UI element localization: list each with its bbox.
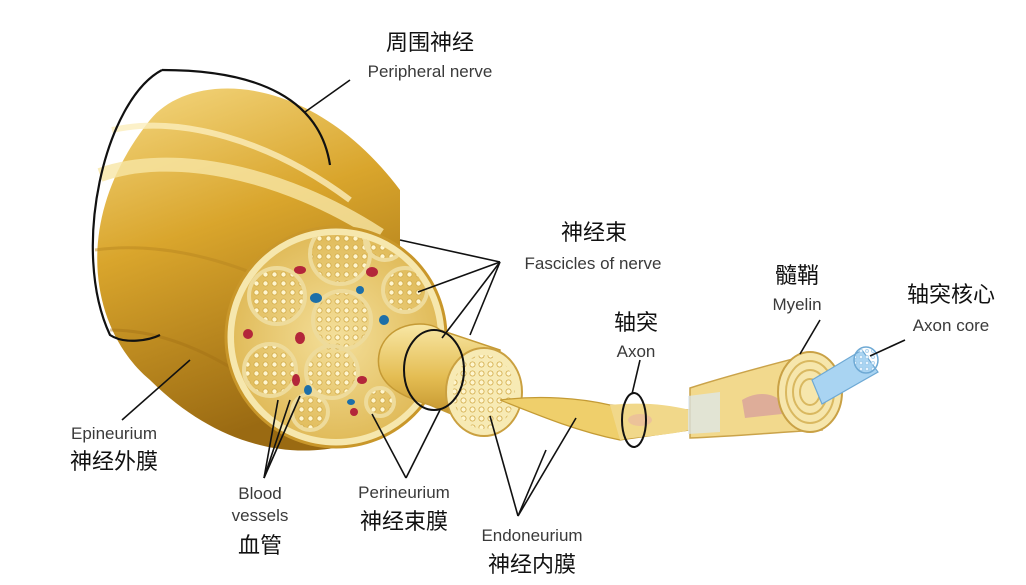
label-axon-en: Axon <box>617 342 656 361</box>
label-endoneurium-en: Endoneurium <box>481 526 582 545</box>
label-endoneurium-zh: 神经内膜 <box>488 553 576 578</box>
label-axon-core: 轴突核心 Axon core <box>907 283 995 335</box>
label-blood-vessels: Blood vessels 血管 <box>232 484 289 559</box>
label-axon: 轴突 Axon <box>614 311 658 361</box>
blood-vessel-blue <box>304 286 389 405</box>
axon-strand <box>499 396 691 441</box>
label-blood-vessels-en-2: vessels <box>232 506 289 525</box>
label-epineurium: Epineurium 神经外膜 <box>70 424 158 475</box>
fascicle <box>304 344 360 400</box>
label-myelin-zh: 髓鞘 <box>775 264 819 289</box>
label-fascicles: 神经束 Fascicles of nerve <box>525 221 662 273</box>
fascicle <box>242 342 298 398</box>
label-fascicles-zh: 神经束 <box>561 221 627 246</box>
label-myelin: 髓鞘 Myelin <box>772 264 821 314</box>
label-perineurium-en: Perineurium <box>358 483 450 502</box>
fascicle <box>311 289 373 351</box>
label-blood-vessels-zh: 血管 <box>238 534 282 559</box>
label-axon-core-en: Axon core <box>913 316 990 335</box>
label-endoneurium: Endoneurium 神经内膜 <box>481 526 582 578</box>
myelin-sheath <box>688 351 843 439</box>
fascicle-tube <box>377 323 523 437</box>
fascicle <box>364 386 396 418</box>
leader-lines <box>121 79 906 517</box>
label-axon-zh: 轴突 <box>614 311 658 336</box>
fascicle <box>290 392 330 432</box>
nerve-cross-section <box>224 225 448 449</box>
label-epineurium-en: Epineurium <box>71 424 157 443</box>
axon-core <box>811 346 879 405</box>
label-peripheral-nerve-zh: 周围神经 <box>386 31 474 56</box>
label-perineurium: Perineurium 神经束膜 <box>358 483 450 535</box>
label-axon-core-zh: 轴突核心 <box>907 283 995 308</box>
blood-vessel-red <box>243 266 378 416</box>
label-peripheral-nerve-en: Peripheral nerve <box>368 62 493 81</box>
peripheral-nerve-ring <box>91 68 332 342</box>
label-peripheral-nerve: 周围神经 Peripheral nerve <box>368 31 493 81</box>
fascicle-ring <box>403 329 465 411</box>
label-perineurium-zh: 神经束膜 <box>360 510 448 535</box>
label-epineurium-zh: 神经外膜 <box>70 450 158 475</box>
axon-ring <box>621 392 647 448</box>
label-fascicles-en: Fascicles of nerve <box>525 254 662 273</box>
label-blood-vessels-en-1: Blood <box>238 484 281 503</box>
label-myelin-en: Myelin <box>772 295 821 314</box>
fascicle <box>247 266 307 326</box>
